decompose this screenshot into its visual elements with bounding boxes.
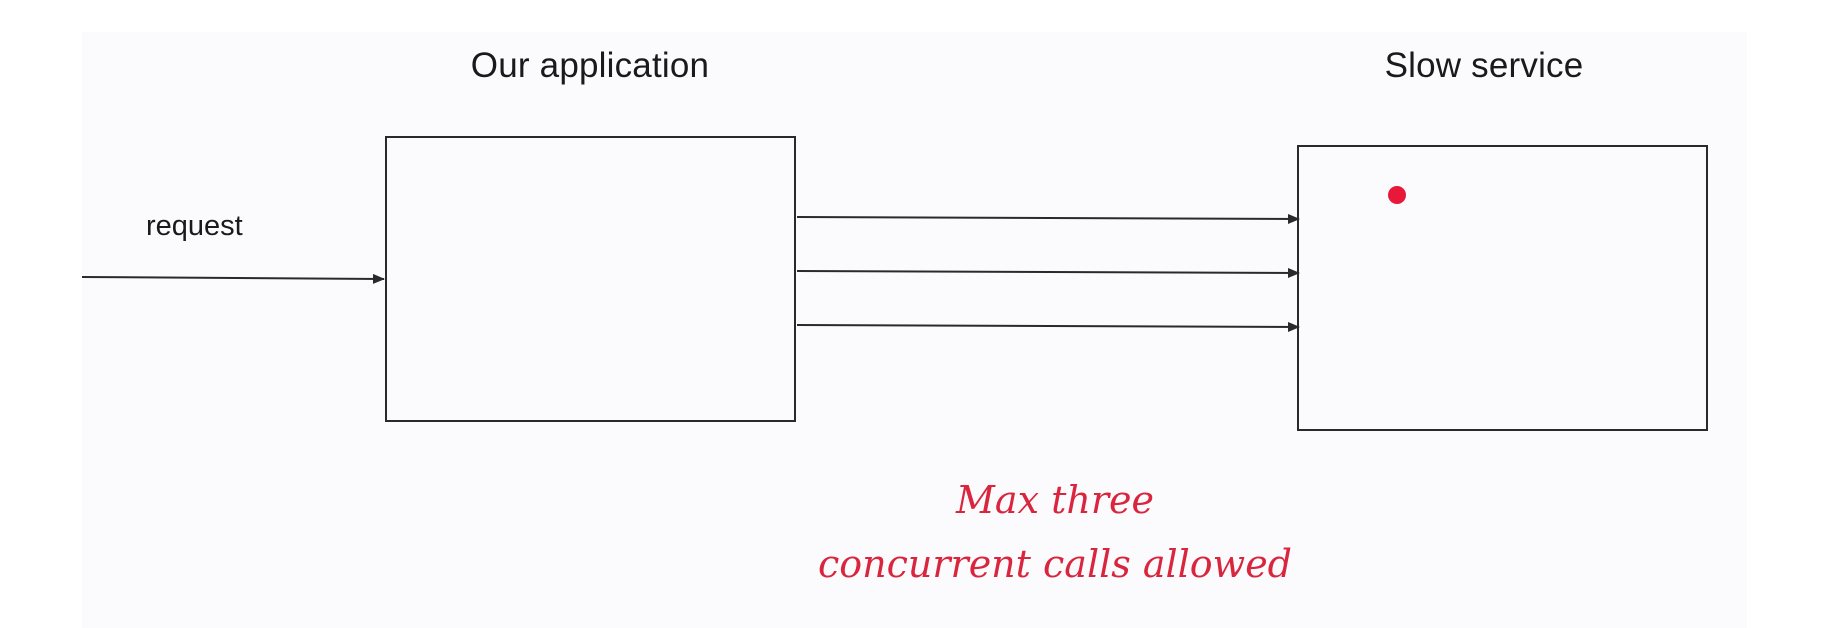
pointer-dot	[1388, 186, 1406, 204]
edge-call-arrow-2	[796, 267, 1300, 278]
edge-call-arrow-3	[796, 321, 1300, 332]
annotation-note: Max three concurrent calls allowed	[818, 468, 1292, 596]
edge-call-arrow-1	[796, 213, 1300, 224]
edge-label-request: request	[146, 210, 243, 242]
diagram-canvas	[82, 32, 1747, 628]
edge-request-arrow	[81, 273, 385, 284]
annotation-line-1: Max three	[956, 478, 1154, 522]
annotation-line-2: concurrent calls allowed	[817, 542, 1293, 586]
node-title-slow-service: Slow service	[1384, 46, 1584, 85]
node-title-our-application: Our application	[470, 46, 710, 85]
node-box-slow-service	[1297, 145, 1708, 431]
node-box-our-application	[385, 136, 796, 422]
